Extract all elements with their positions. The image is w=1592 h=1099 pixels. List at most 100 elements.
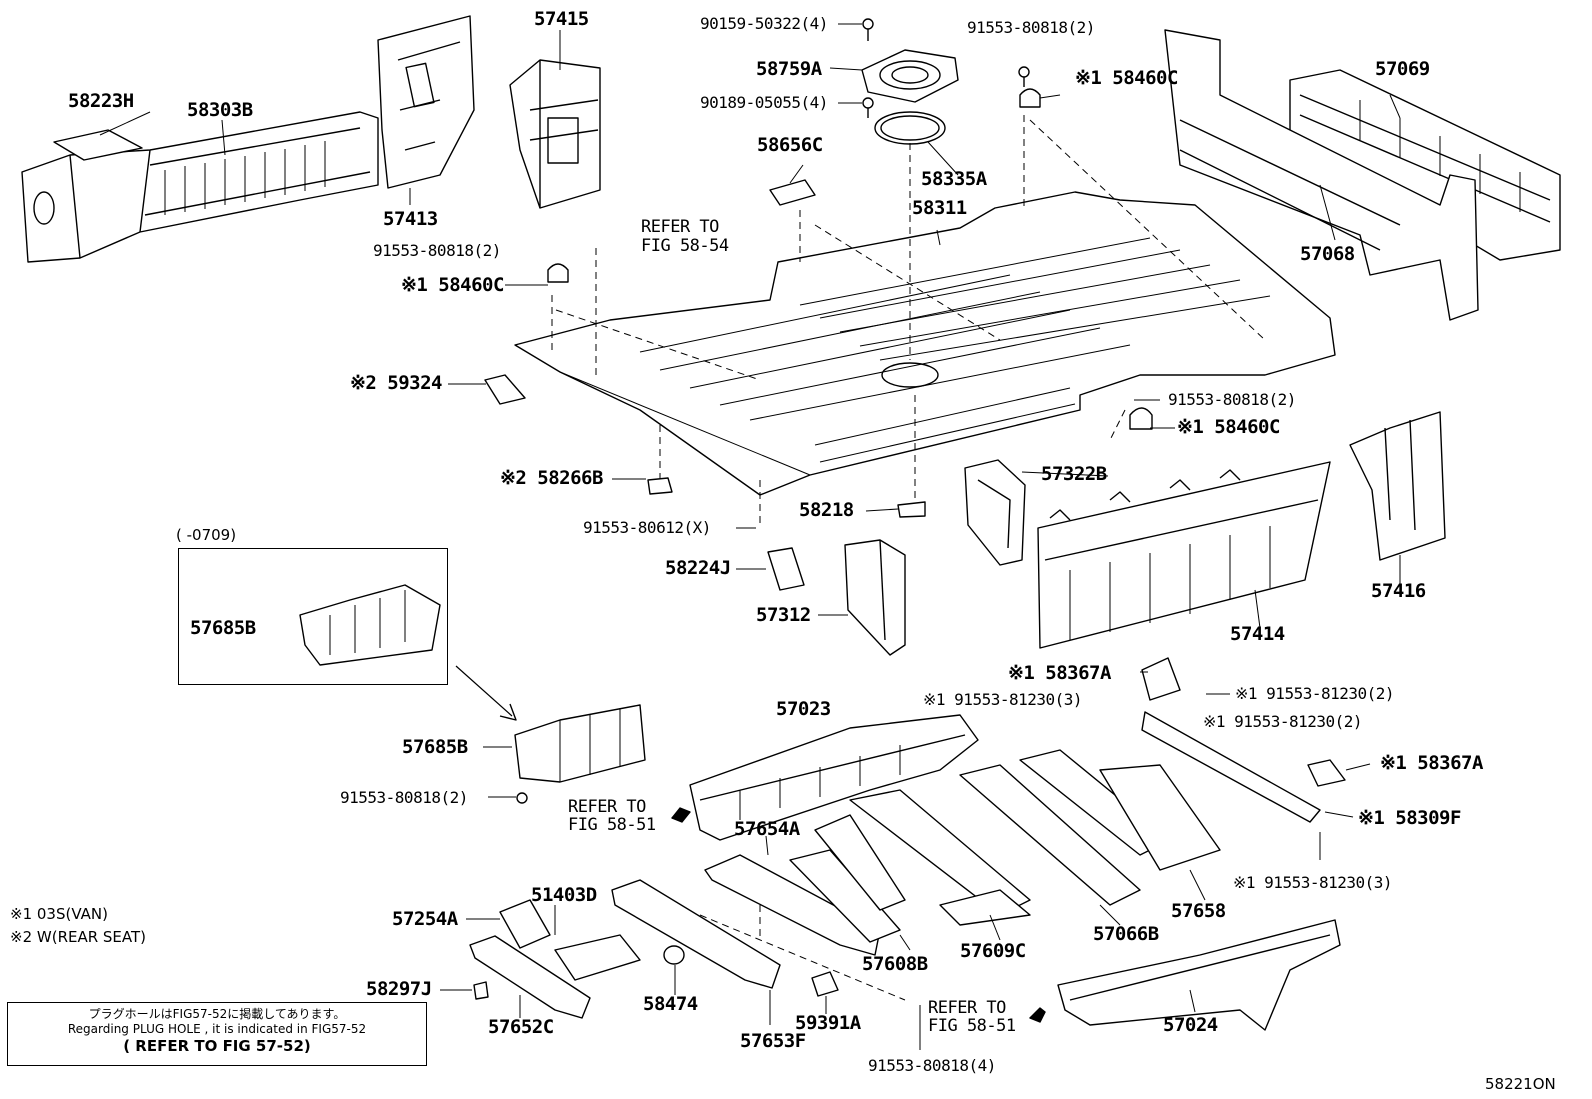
label-59324: ※2 59324 (350, 372, 443, 394)
plug-note-line3: ( REFER TO FIG 57-52) (123, 1037, 311, 1055)
label-91553-81230-b: ※1 91553-81230(2) (1235, 684, 1395, 703)
part-58759a-drawing (861, 49, 959, 103)
part-58474-drawing (663, 945, 685, 965)
part-58311-drawing (514, 191, 1336, 496)
label-57066b: 57066B (1093, 923, 1159, 945)
label-57652c: 57652C (488, 1016, 554, 1038)
label-57254a: 57254A (392, 908, 458, 930)
label-91553-80818-bl: 91553-80818(2) (340, 788, 468, 807)
label-57023: 57023 (776, 698, 831, 720)
plug-note-line2: Regarding PLUG HOLE , it is indicated in… (67, 1022, 367, 1036)
part-57685b-inset-drawing (299, 584, 441, 666)
label-57068: 57068 (1300, 243, 1355, 265)
label-91553-80612: 91553-80612(X) (583, 518, 711, 537)
part-58224j-drawing (767, 547, 805, 591)
label-57685b-inset: 57685B (190, 617, 256, 639)
refer-fig-58-51-b-line1: REFER TO (928, 998, 1006, 1018)
label-58335a: 58335A (921, 168, 987, 190)
part-57685b-drawing (514, 704, 646, 804)
refer-fig-58-54-line2: FIG 58-54 (641, 235, 729, 256)
part-57254a-drawing (499, 899, 551, 949)
label-57416: 57416 (1371, 580, 1426, 602)
part-57608b-drawing (789, 814, 906, 943)
solid-leaders (99, 23, 1401, 1050)
label-58367a-right: ※1 58367A (1380, 752, 1483, 774)
label-57322b: 57322B (1041, 463, 1107, 485)
inset-range-label: ( -0709) (176, 526, 237, 544)
part-57658-drawing (1099, 764, 1221, 871)
label-57654a: 57654A (734, 818, 800, 840)
label-91553-80818-top: 91553-80818(2) (967, 18, 1095, 37)
refer-fig-58-51-a-line2: FIG 58-51 (568, 814, 656, 835)
label-91553-80818-bottom: 91553-80818(4) (868, 1056, 996, 1075)
part-57609c-drawing (849, 789, 1031, 926)
part-57312-drawing (844, 539, 906, 656)
label-90189-05055: 90189-05055(4) (700, 93, 828, 112)
label-58297j: 58297J (366, 978, 432, 1000)
bolt-drawings (862, 18, 1041, 118)
label-58460c-top: ※1 58460C (1075, 67, 1178, 89)
label-58309f: ※1 58309F (1358, 807, 1461, 829)
label-57653f: 57653F (740, 1030, 806, 1052)
plug-note-line1: プラグホールはFIG57-52に掲載してあります。 (88, 1007, 346, 1021)
refer-fig-58-54-line1: REFER TO (641, 217, 719, 237)
refer-fig-58-51-b: REFER TO FIG 58-51 (928, 998, 1016, 1036)
label-91553-81230-c: ※1 91553-81230(2) (1203, 712, 1363, 731)
part-58335a-drawing (874, 111, 946, 145)
inset-arrow (455, 665, 517, 721)
label-57658: 57658 (1171, 900, 1226, 922)
part-57414-drawing (1037, 461, 1331, 649)
label-90159-50322: 90159-50322(4) (700, 14, 828, 33)
part-57322b-drawing (964, 459, 1026, 566)
label-58460c-right: ※1 58460C (1177, 416, 1280, 438)
refer-fig-58-54: REFER TO FIG 58-54 (641, 218, 729, 255)
part-59391a-drawing (811, 971, 839, 997)
label-57608b: 57608B (862, 953, 928, 975)
small-brackets (484, 179, 1153, 518)
plug-hole-note: プラグホールはFIG57-52に掲載してあります。 Regarding PLUG… (7, 1002, 427, 1066)
dashed-leaders (551, 115, 1266, 1001)
label-91553-81230-d: ※1 91553-81230(3) (1233, 873, 1393, 892)
label-57413: 57413 (383, 208, 438, 230)
label-58266b: ※2 58266B (500, 467, 603, 489)
label-58224j: 58224J (665, 557, 731, 579)
label-57414: 57414 (1230, 623, 1285, 645)
part-58309f-drawing (1141, 657, 1346, 823)
label-91553-81230-a: ※1 91553-81230(3) (923, 690, 1083, 709)
label-57312: 57312 (756, 604, 811, 626)
label-58474: 58474 (643, 993, 698, 1015)
label-58656c: 58656C (757, 134, 823, 156)
label-58218: 58218 (799, 499, 854, 521)
label-57069: 57069 (1375, 58, 1430, 80)
part-57415-drawing (509, 59, 601, 209)
part-58303b-drawing (21, 111, 379, 263)
label-58311: 58311 (912, 197, 967, 219)
legend-note-1: ※1 03S(VAN) (10, 905, 108, 923)
label-58223h: 58223H (68, 90, 134, 112)
part-57653f-drawing (611, 879, 781, 989)
inset-box (178, 548, 448, 685)
label-57024: 57024 (1163, 1014, 1218, 1036)
refer-fig-58-51-a-line1: REFER TO (568, 797, 646, 817)
label-57609c: 57609C (960, 940, 1026, 962)
part-57068-drawing (1164, 29, 1479, 321)
label-58303b: 58303B (187, 99, 253, 121)
label-57415: 57415 (534, 8, 589, 30)
label-58759a: 58759A (756, 58, 822, 80)
label-59391a: 59391A (795, 1012, 861, 1034)
figure-code: 58221ON (1485, 1075, 1556, 1093)
label-91553-80818-right: 91553-80818(2) (1168, 390, 1296, 409)
label-58367a-top: ※1 58367A (1008, 662, 1111, 684)
label-91553-80818-left: 91553-80818(2) (373, 241, 501, 260)
part-57413-drawing (377, 15, 475, 189)
label-57685b: 57685B (402, 736, 468, 758)
part-57024-drawing (1057, 919, 1341, 1031)
part-57652c-drawing (469, 935, 591, 1019)
part-51403d-drawing (554, 934, 641, 981)
refer-fig-58-51-b-line2: FIG 58-51 (928, 1015, 1016, 1036)
part-57023-drawing (689, 714, 979, 841)
legend-note-2: ※2 W(REAR SEAT) (10, 928, 147, 946)
refer-fig-58-51-a: REFER TO FIG 58-51 (568, 797, 656, 835)
